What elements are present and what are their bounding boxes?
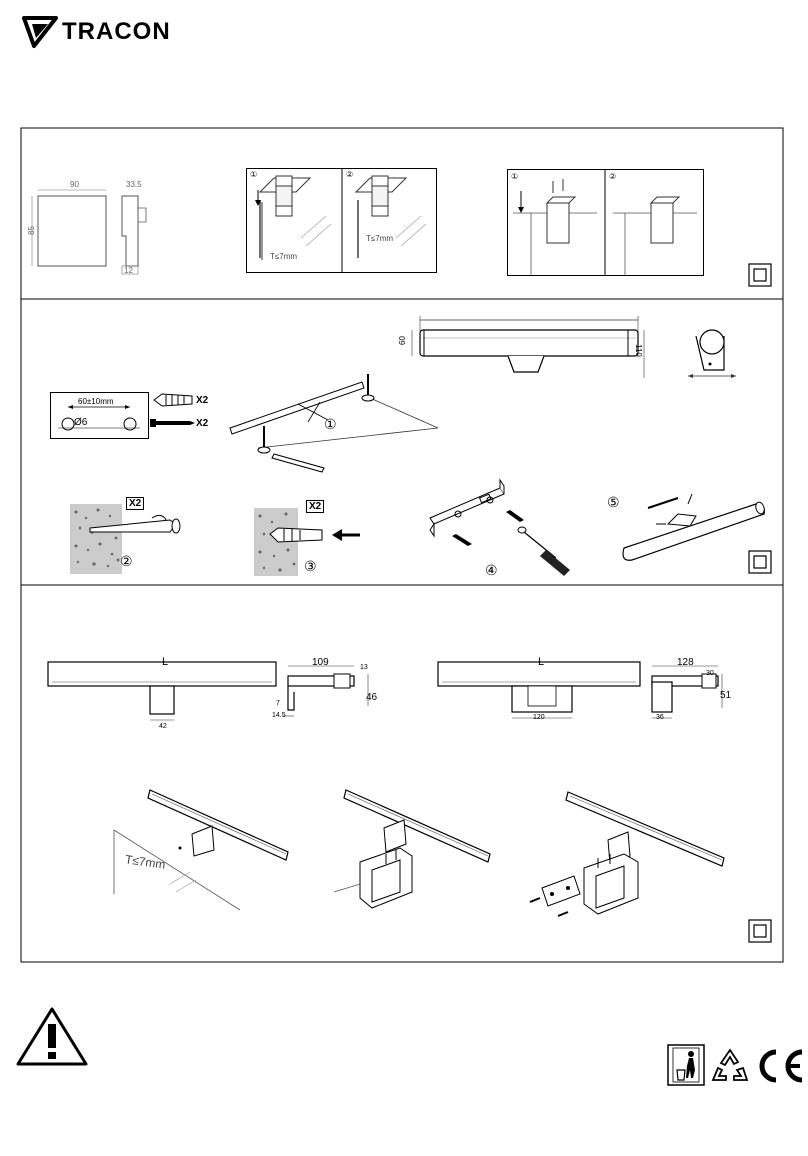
brand-name: TRACON [62,18,171,45]
light-two-front-drawing [437,661,641,719]
clamp-dimension-drawing [31,189,147,275]
light-side-profile [688,329,736,378]
screw-icon [150,419,195,427]
light-one-front-drawing [47,661,277,721]
mirror-clip-steps [246,168,437,273]
drill-quantity: X2 [126,497,145,510]
class-two-icon [748,919,772,943]
screw-quantity: X2 [196,418,209,429]
clip-label: 7 [276,700,280,707]
height-label: 51 [720,690,732,701]
hole-template [50,392,149,439]
step-number: ① [250,170,258,179]
step-number: ① [324,416,337,432]
step-number: ① [511,172,519,181]
marking-step-drawing [229,374,439,473]
step-number: ④ [485,562,498,578]
dowel-icon [153,393,193,407]
top-label: 13 [360,664,368,671]
cabinet-mount-view [333,789,491,909]
bracket-screw-step-drawing [429,478,570,576]
dim-small: 12 [124,266,133,275]
clearance-label: T≤7mm [366,234,394,243]
light-two-side-drawing [651,665,723,719]
clearance-label: T≤7mm [270,252,298,261]
warning-icon [16,1007,88,1066]
top-label: 30 [706,670,714,677]
class-two-icon [748,550,772,574]
hole-diameter: Ø6 [74,417,88,428]
step-number: ② [346,170,354,179]
step-number: ③ [304,558,317,574]
tracon-logo-icon [22,16,58,48]
ce-mark-icon [759,1049,803,1083]
dim-width: 90 [70,180,79,189]
insert-quantity: X2 [306,500,325,513]
dim-depth: 110 [633,344,643,357]
step-number: ② [120,553,133,569]
dim-height: 85 [26,226,36,235]
base-width-label: 42 [159,723,167,730]
bar-mounting-step-drawing [622,493,765,561]
weee-bin-icon [667,1044,705,1086]
cabinet-clip-steps [507,169,704,276]
depth-label: 109 [312,657,329,668]
dim-depth: 33.5 [126,180,142,189]
length-label: L [162,656,169,668]
hole-spacing: 60±10mm [78,397,114,406]
recycle-icon [711,1048,749,1081]
base-width-label: 120 [533,714,545,721]
dowel-quantity: X2 [196,395,209,406]
mirror-mount-view [113,789,289,911]
depth-label: 128 [677,657,694,668]
bracket-mount-view [529,791,725,917]
class-two-icon [748,263,772,287]
length-label: L [538,656,545,668]
dim-height: 60 [397,336,407,345]
step-number: ⑤ [607,494,620,510]
clip-width-label: 14.5 [272,712,286,719]
dowel-insert-step-drawing [254,508,360,576]
height-label: 46 [366,692,378,703]
step-number: ② [609,172,617,181]
light-bar-dimension [411,316,645,378]
drilling-step-drawing [70,504,181,574]
base-label: 36 [656,714,664,721]
light-one-side-drawing [282,665,369,717]
